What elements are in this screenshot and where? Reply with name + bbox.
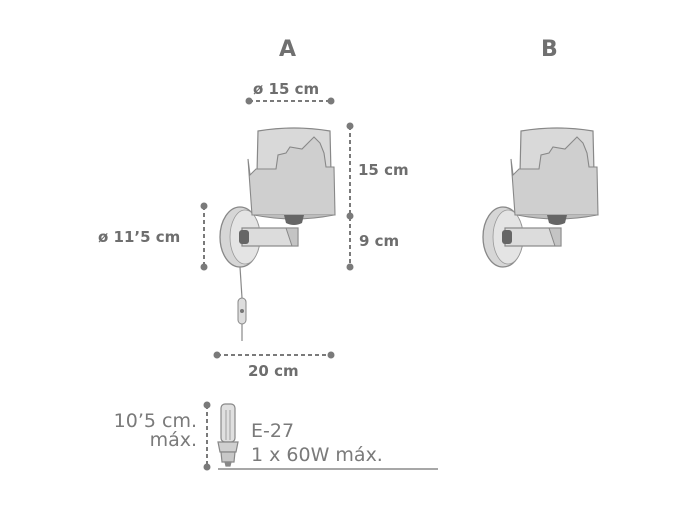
variant-b-label: B xyxy=(541,37,558,62)
dimension-lines xyxy=(203,100,351,467)
bulb-icon xyxy=(217,403,239,467)
power-label: 1 x 60W máx. xyxy=(251,444,383,466)
dimension-dots xyxy=(200,97,354,471)
socket-label: E-27 xyxy=(251,420,295,442)
shade-height-label: 15 cm xyxy=(358,161,409,179)
arm-height-label: 9 cm xyxy=(359,232,400,250)
bulb-length-line2: máx. xyxy=(149,429,197,451)
lamp-a-drawing xyxy=(219,127,336,268)
base-diameter-label: ø 11’5 cm xyxy=(98,228,181,246)
shade-diameter-label: ø 15 cm xyxy=(253,80,320,98)
lamp-b-drawing xyxy=(482,127,599,268)
depth-label: 20 cm xyxy=(248,362,299,380)
variant-a-label: A xyxy=(279,37,297,62)
bulb-length-line1: 10’5 cm. xyxy=(113,410,197,432)
pull-cord-switch xyxy=(237,266,247,341)
